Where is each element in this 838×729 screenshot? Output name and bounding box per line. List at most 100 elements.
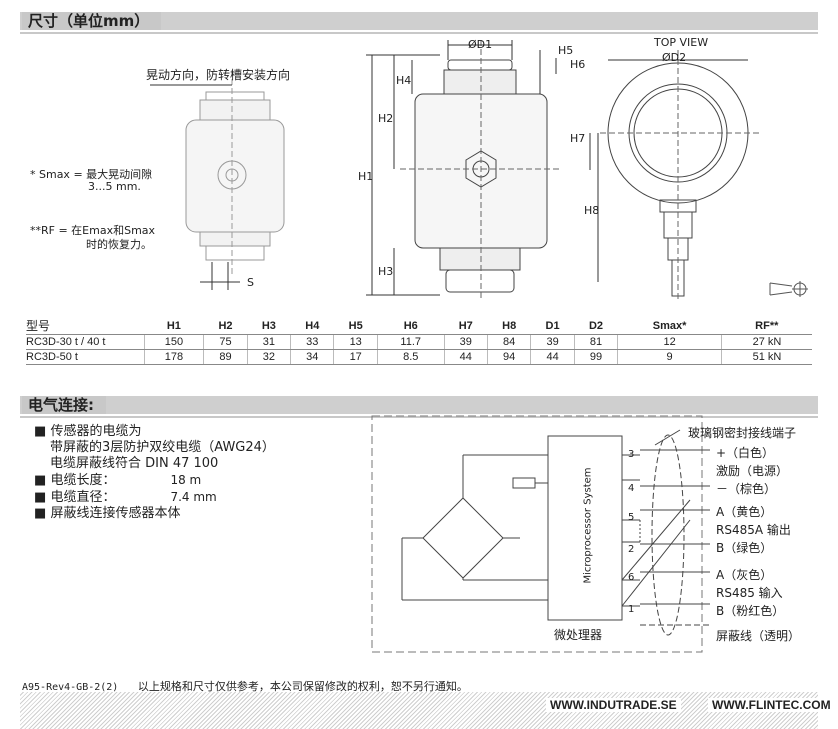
cable-line-1: 传感器的电缆为	[50, 424, 142, 439]
wire-plus: +（白色）	[716, 446, 775, 460]
cable-spec-item: ■ 传感器的电缆为	[34, 424, 275, 440]
cable-line-3-row: 电缆屏蔽线符合 DIN 47 100	[34, 456, 275, 472]
dimensions-section-bar: 尺寸（单位mm）	[20, 12, 818, 34]
swing-direction-label: 晃动方向，防转槽安装方向	[146, 68, 291, 82]
header-d1: D1	[530, 317, 575, 335]
wiring-diagram	[371, 415, 710, 653]
disclaimer: 以上规格和尺寸仅供参考，本公司保留修改的权利，恕不另行通知。	[137, 680, 468, 693]
section-bar-fill	[20, 396, 818, 414]
footer-hatch	[20, 692, 818, 729]
cable-line-2-row: 带屏蔽的3层防护双绞电缆（AWG24）	[34, 440, 275, 456]
flintec-link[interactable]: WWW.FLINTEC.COM	[708, 698, 835, 712]
cell: 44	[530, 349, 575, 365]
cell: 39	[530, 334, 575, 350]
h1-label: H1	[358, 170, 374, 183]
header-h3: H3	[247, 317, 291, 335]
cable-line-3: 电缆屏蔽线符合 DIN 47 100	[50, 456, 219, 471]
cell: 32	[246, 349, 291, 365]
cable-diameter-label: 电缆直径：	[50, 490, 116, 505]
table-header-row: 型号 H1 H2 H3 H4 H5 H6 H7 H8 D1 D2 Smax* R…	[26, 317, 812, 335]
h8-label: H8	[584, 204, 600, 217]
h7-label: H7	[570, 132, 586, 145]
cell: 51 kN	[721, 349, 812, 365]
bullet-icon: ■	[34, 424, 47, 439]
header-h1: H1	[144, 317, 204, 335]
cell: 39	[443, 334, 488, 350]
wire-excite: 激励（电源）	[716, 464, 789, 478]
cell: RC3D-30 t / 40 t	[26, 334, 144, 350]
doc-code: A95-Rev4-GB-2(2)	[22, 682, 119, 693]
cell: 89	[203, 349, 248, 365]
header-h6: H6	[377, 317, 445, 335]
dimension-drawing	[150, 40, 808, 300]
dimensions-title: 尺寸（单位mm）	[22, 12, 162, 30]
header-rf: RF**	[721, 317, 812, 335]
cell: 12	[617, 334, 722, 350]
cell: 34	[290, 349, 334, 365]
bullet-icon: ■	[34, 506, 47, 521]
microprocessor-label: Microprocessor System	[582, 467, 594, 584]
shield-text: 屏蔽线连接传感器本体	[50, 506, 181, 521]
bullet-icon: ■	[34, 473, 47, 488]
cable-length-value: 18 m	[170, 473, 202, 487]
top-view-label: TOP VIEW	[654, 36, 709, 49]
wire-a-grey: A（灰色）	[716, 568, 773, 582]
cell: 31	[246, 334, 291, 350]
header-h5: H5	[333, 317, 378, 335]
cell: 81	[573, 334, 618, 350]
header-smax: Smax*	[617, 317, 722, 335]
wire-b-green: B（绿色）	[716, 541, 773, 555]
wire-shield: 屏蔽线（透明）	[716, 629, 801, 643]
rf-note-1: **RF = 在Emax和Smax	[30, 224, 156, 237]
cell: 13	[333, 334, 378, 350]
pin-3: 3	[628, 449, 635, 460]
header-model: 型号	[26, 317, 144, 335]
cell: 94	[486, 349, 531, 365]
cable-length-label: 电缆长度：	[50, 473, 116, 488]
footer-note: A95-Rev4-GB-2(2) 以上规格和尺寸仅供参考，本公司保留修改的权利，…	[22, 678, 468, 694]
header-h2: H2	[203, 317, 248, 335]
cable-info: ■ 传感器的电缆为 带屏蔽的3层防护双绞电缆（AWG24） 电缆屏蔽线符合 DI…	[34, 424, 275, 522]
cell: 178	[143, 349, 204, 365]
table-row: RC3D-50 t 178 89 32 34 17 8.5 44 94 44 9…	[26, 349, 812, 365]
indutrade-link[interactable]: WWW.INDUTRADE.SE	[546, 698, 681, 712]
side-view	[185, 70, 285, 275]
electrical-title: 电气连接:	[22, 396, 106, 414]
h2-label: H2	[378, 112, 394, 125]
top-view	[600, 50, 760, 300]
s-label: S	[247, 276, 254, 289]
cable-line-2: 带屏蔽的3层防护双绞电缆（AWG24）	[50, 440, 275, 455]
h4-label: H4	[396, 74, 412, 87]
h3-label: H3	[378, 265, 394, 278]
pin-1: 1	[628, 604, 635, 615]
wire-rs485: RS485 输入	[716, 586, 783, 600]
d2-label: ØD2	[662, 51, 687, 64]
electrical-section-bar: 电气连接:	[20, 396, 818, 418]
wire-b-pink: B（粉红色）	[716, 604, 785, 618]
cell: 44	[443, 349, 488, 365]
wire-minus: －（棕色）	[716, 482, 777, 496]
cable-diameter-value: 7.4 mm	[170, 490, 217, 504]
cell: 9	[617, 349, 722, 365]
pin-6: 6	[628, 572, 635, 583]
microprocessor-cn: 微处理器	[554, 628, 603, 642]
cell: 27 kN	[721, 334, 812, 350]
header-h4: H4	[290, 317, 334, 335]
cell: 99	[573, 349, 618, 365]
h5-label: H5	[558, 44, 574, 57]
terminal-title: 玻璃钢密封接线端子	[688, 426, 797, 440]
wire-a-yellow: A（黄色）	[716, 505, 773, 519]
smax-note-2: 3...5 mm.	[88, 180, 141, 193]
smax-note-1: * Smax = 最大晃动间隙	[30, 168, 153, 181]
cell: RC3D-50 t	[26, 349, 144, 365]
pin-5: 5	[628, 512, 635, 523]
front-view	[400, 40, 560, 300]
cell: 150	[143, 334, 204, 350]
pin-2: 2	[628, 544, 635, 555]
shield-item: ■ 屏蔽线连接传感器本体	[34, 506, 275, 522]
d1-label: ØD1	[468, 38, 493, 51]
wire-rs485a: RS485A 输出	[716, 523, 791, 537]
cell: 17	[333, 349, 378, 365]
h6-label: H6	[570, 58, 586, 71]
cell: 11.7	[376, 334, 445, 350]
